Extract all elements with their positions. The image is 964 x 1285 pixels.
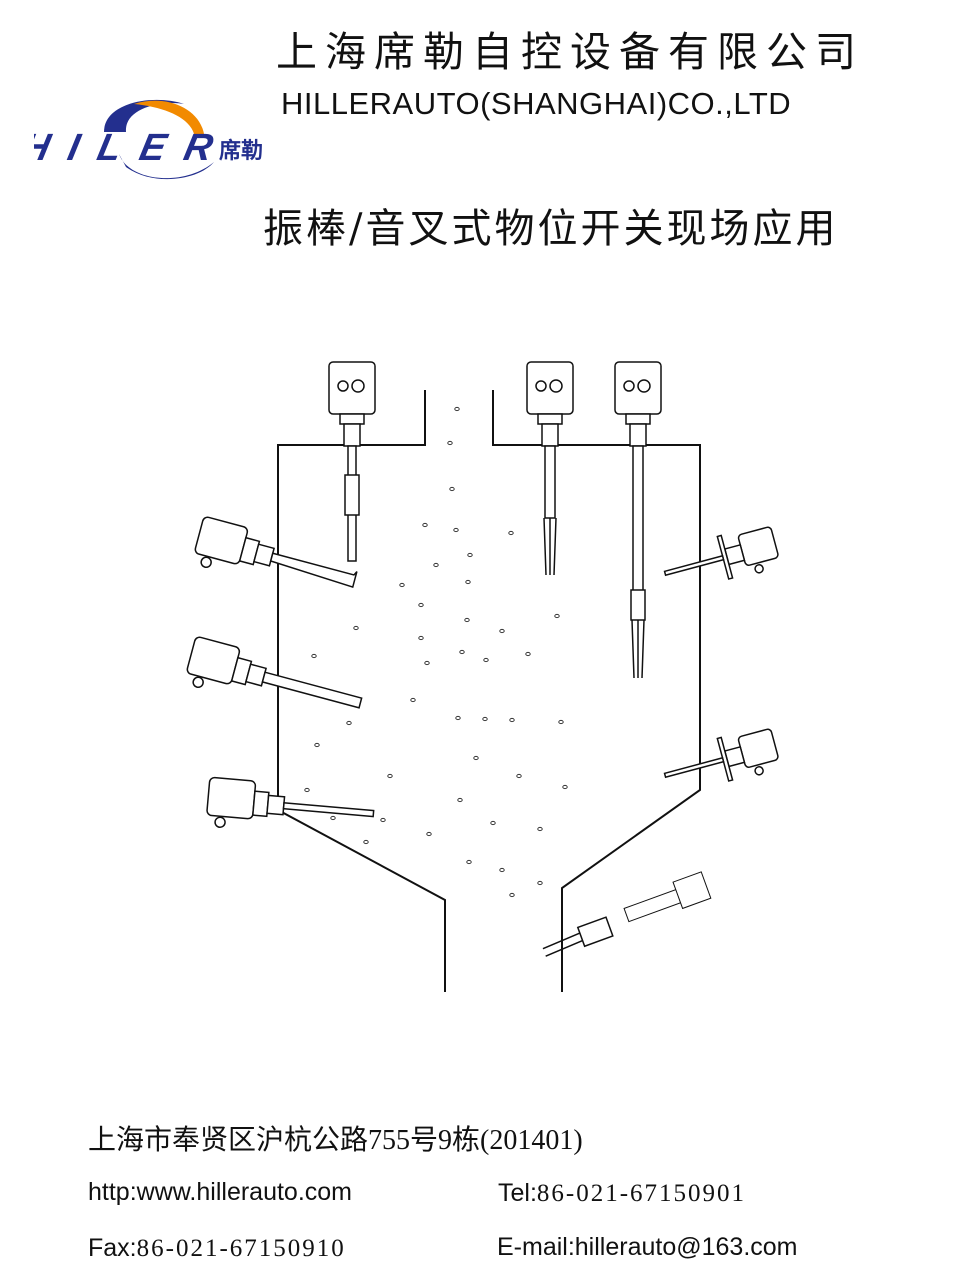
svg-text:席勒: 席勒 [219,138,263,164]
particle [418,635,424,641]
particle [422,522,428,528]
particle [537,880,543,886]
vibrating-rod-sensor-top [328,361,376,562]
fax: Fax:86-021-67150910 [88,1233,346,1263]
fax-label: Fax: [88,1234,137,1262]
particle [464,617,470,623]
particle [426,831,432,837]
particle [459,649,465,655]
particle [537,826,543,832]
particle [554,613,560,619]
tel-value: 86-021-67150901 [536,1180,747,1207]
particle [424,660,430,666]
tuning-fork-extended-sensor-top [614,361,662,679]
particle [311,653,317,659]
particle [558,719,564,725]
particle [410,697,416,703]
tel: Tel:86-021-67150901 [498,1178,746,1208]
material-particles [304,406,568,898]
particle [380,817,386,823]
hiler-logo: HILER 席勒 [34,99,263,180]
address: 上海市奉贤区沪杭公路755号9栋(201401) [88,1125,583,1156]
particle [399,582,405,588]
fax-value: 86-021-67150910 [136,1235,346,1262]
particle [346,720,352,726]
particle [473,755,479,761]
particle [330,815,336,821]
particle [467,552,473,558]
particle [418,602,424,608]
particle [499,867,505,873]
particle [509,892,515,898]
particle [509,717,515,723]
particle [387,773,393,779]
particle [525,651,531,657]
particle [490,820,496,826]
particle [482,716,488,722]
fork-sensor-right-upper [663,526,779,580]
silo-outline [277,390,701,992]
particle [499,628,505,634]
particle [457,797,463,803]
particle [455,715,461,721]
rod-sensor-side-1 [194,516,358,589]
tel-label: Tel: [498,1179,537,1207]
tuning-fork-sensor-top [526,361,574,576]
rod-sensor-side-3 [206,776,375,829]
particle [454,406,460,412]
particle [465,579,471,585]
particle [508,530,514,536]
particle [466,859,472,865]
particle [314,742,320,748]
company-name-cn: 上海席勒自控设备有限公司 [276,28,864,76]
silo-application-diagram [186,361,779,992]
particle [516,773,522,779]
particle [449,486,455,492]
rod-sensor-side-2 [186,636,363,709]
fork-sensor-bottom [542,871,712,957]
company-name-en: HILLERAUTO(SHANGHAI)CO.,LTD [281,86,792,121]
email-link[interactable]: E-mail:hillerauto@163.com [497,1233,798,1261]
particle [447,440,453,446]
page-title: 振棒/音叉式物位开关现场应用 [263,206,839,252]
fork-sensor-right-lower [663,728,779,782]
particle [304,787,310,793]
particle [483,657,489,663]
particle [353,625,359,631]
particle [562,784,568,790]
particle [453,527,459,533]
particle [433,562,439,568]
website-link[interactable]: http:www.hillerauto.com [88,1178,353,1206]
particle [363,839,369,845]
